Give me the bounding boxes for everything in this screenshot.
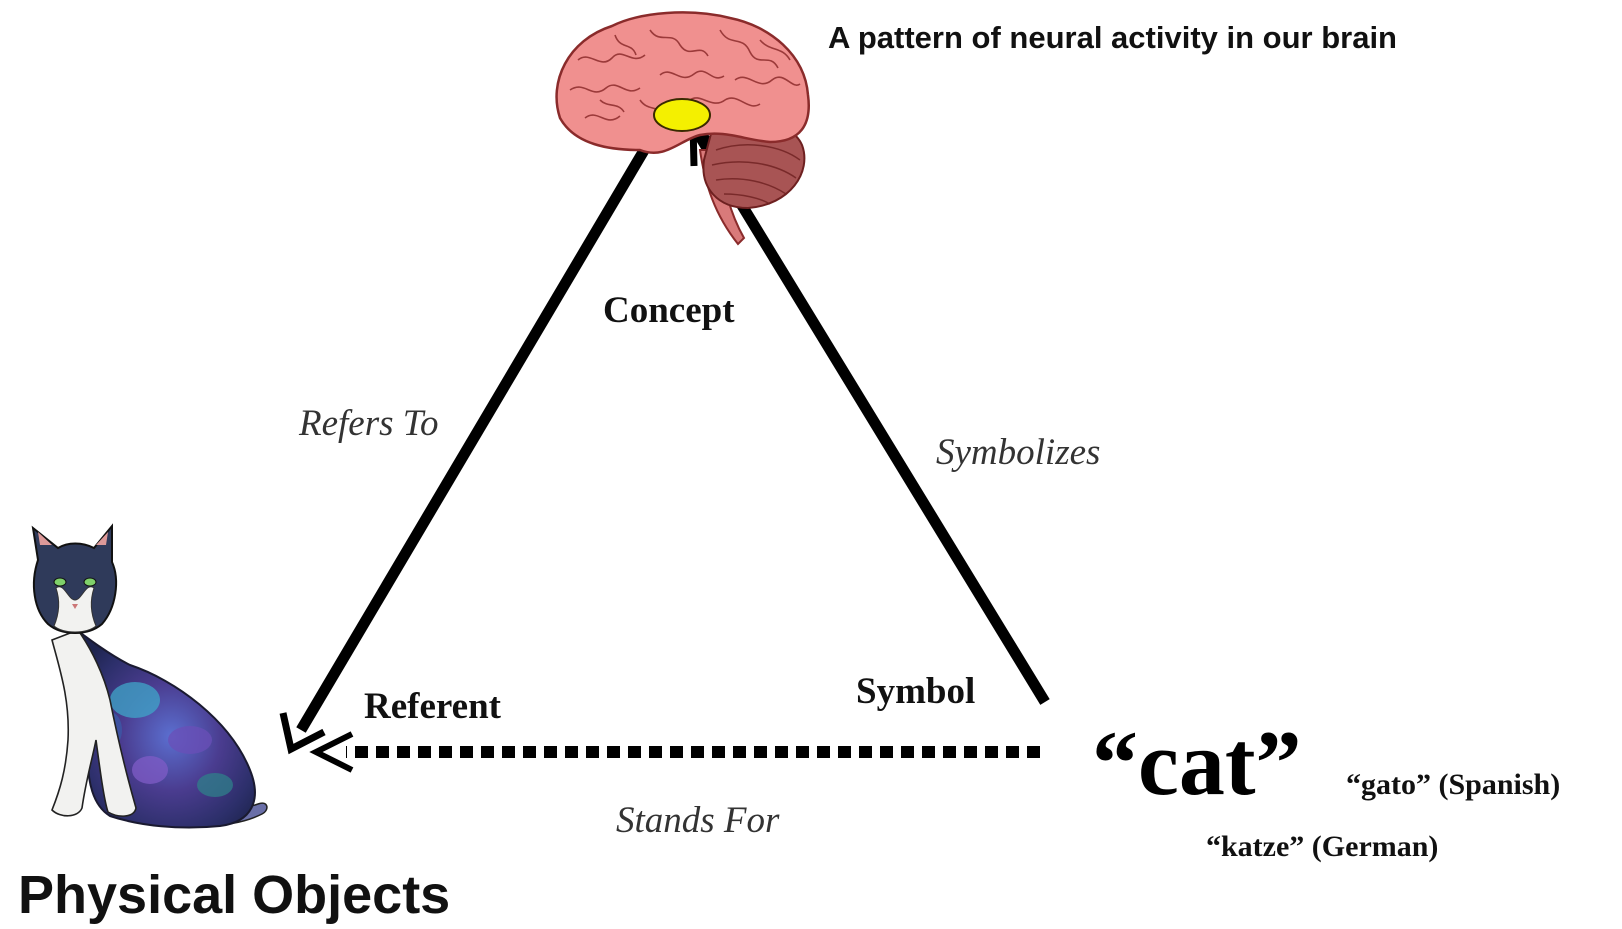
brain-caption: A pattern of neural activity in our brai… — [828, 22, 1397, 53]
physical-objects-caption: Physical Objects — [18, 868, 450, 922]
spanish-translation: “gato” (Spanish) — [1346, 770, 1560, 800]
symbol-word: “cat” — [1092, 717, 1301, 809]
refers-to-label: Refers To — [299, 405, 438, 442]
concept-label: Concept — [603, 292, 735, 329]
stands-for-label: Stands For — [616, 802, 779, 839]
symbol-label: Symbol — [856, 673, 975, 710]
referent-label: Referent — [364, 688, 501, 725]
german-translation: “katze” (German) — [1206, 832, 1438, 862]
symbolizes-label: Symbolizes — [936, 434, 1100, 471]
